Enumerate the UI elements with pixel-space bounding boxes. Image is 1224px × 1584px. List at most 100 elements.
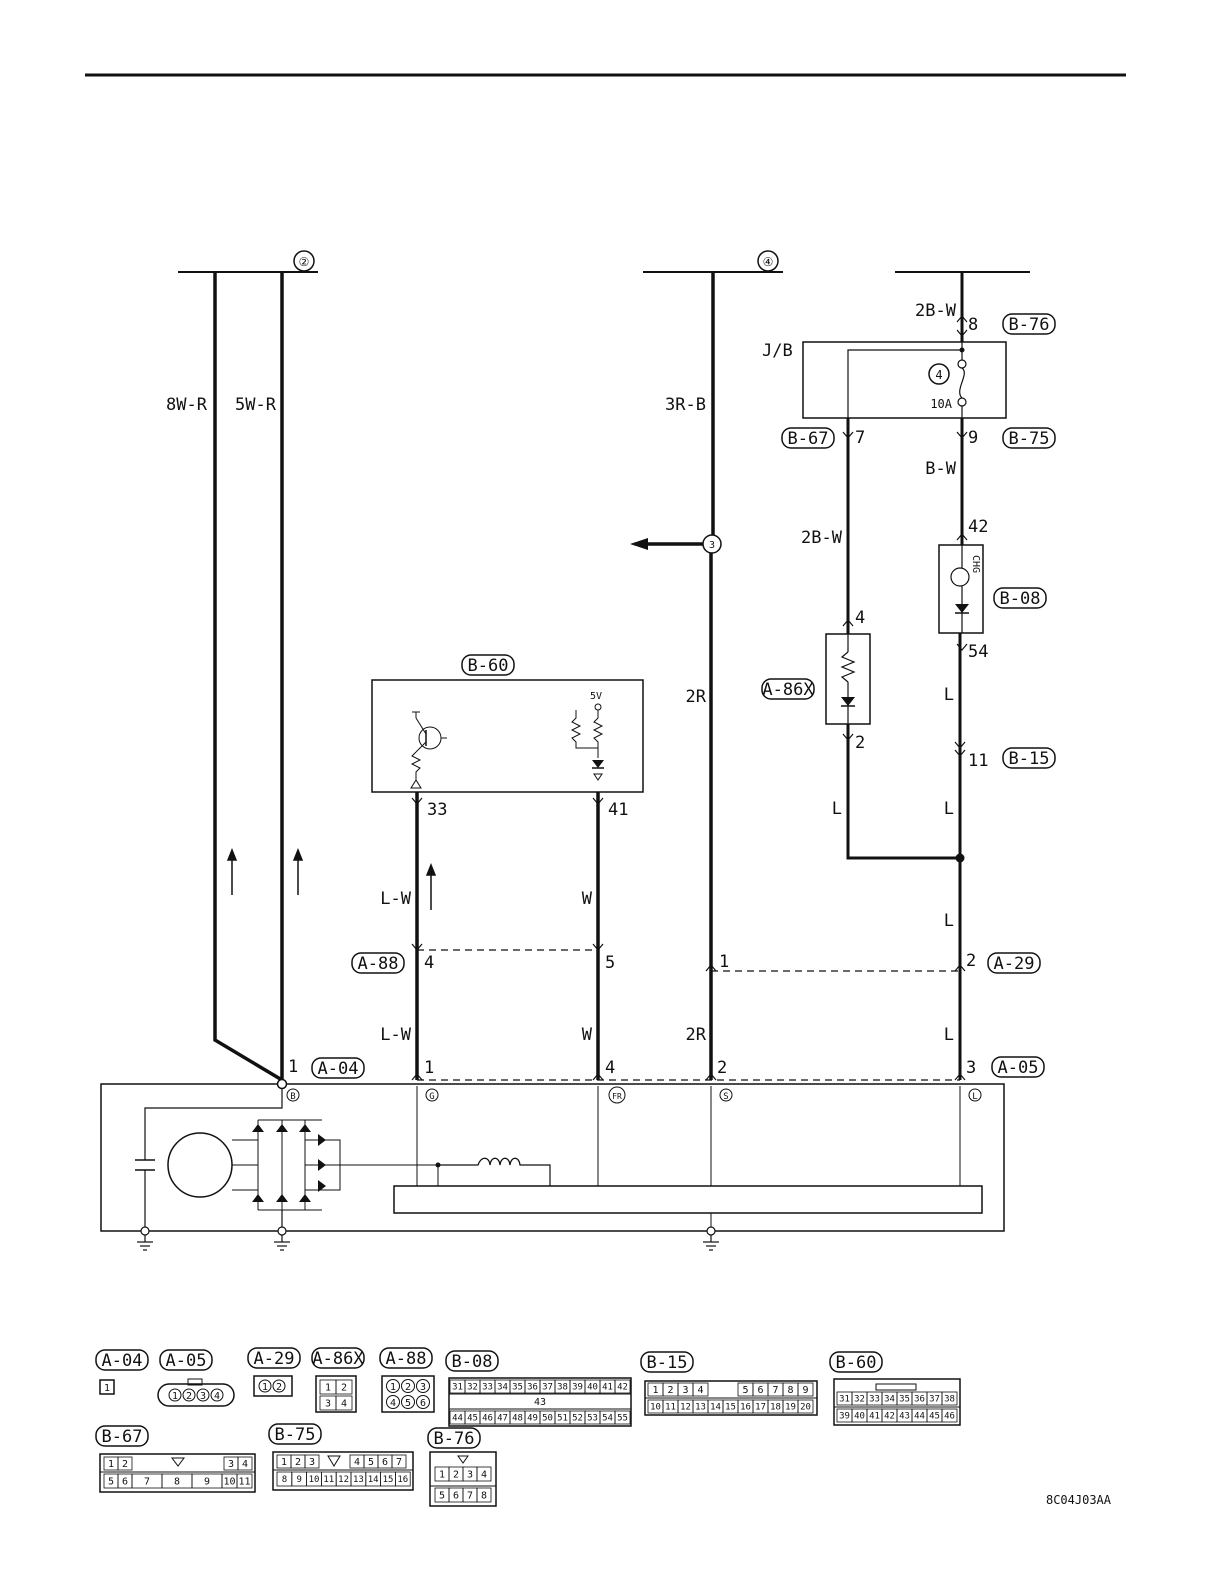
pin-b76-8: 8	[968, 315, 978, 335]
legend-b60-pin: 32	[854, 1395, 865, 1405]
legend-b08-pin: 47	[497, 1414, 508, 1424]
legend-b76-cell	[476, 1466, 492, 1482]
legend-b15-pin: 2	[667, 1385, 673, 1396]
svg-text:43: 43	[534, 1397, 546, 1408]
svg-text:B: B	[290, 1092, 295, 1102]
legend-b08-pin: 54	[602, 1414, 613, 1424]
legend-a88-cell	[386, 1395, 400, 1409]
legend-b76-pin: 7	[467, 1491, 473, 1502]
legend-b60-pin: 35	[899, 1395, 910, 1405]
legend-a05-cell	[168, 1388, 182, 1402]
legend-b60-cell	[941, 1408, 958, 1423]
fuse-rating: 10A	[930, 397, 952, 411]
sheet-ref-left: ②	[178, 250, 318, 273]
svg-text:A-88: A-88	[358, 954, 399, 974]
charge-warning-lamp: CHG	[938, 544, 984, 634]
legend-b08-pin: 49	[527, 1414, 538, 1424]
wire-label-2b-w-top: 2B-W	[915, 301, 957, 321]
legend-tag-b67: B-67	[95, 1425, 149, 1447]
svg-text:4: 4	[935, 368, 942, 382]
svg-text:FR: FR	[612, 1092, 622, 1101]
pin-a86-2: 2	[855, 733, 865, 753]
legend-a88-cell	[386, 1379, 400, 1393]
legend-b67-pin: 2	[122, 1459, 128, 1470]
junction-block: J/B 4 10A	[762, 341, 1007, 419]
legend-a29-pin: 1	[262, 1382, 268, 1393]
legend-b15-pin: 20	[800, 1403, 811, 1413]
legend-b60-pin: 34	[884, 1395, 895, 1405]
legend-b60-pin: 44	[914, 1412, 925, 1422]
wire-l-a86x	[846, 724, 960, 860]
legend-b75-pin: 16	[397, 1475, 408, 1485]
wire-label-l-c: L	[944, 799, 954, 819]
pin-b67-7: 7	[855, 428, 865, 448]
legend-b15-pin: 18	[770, 1403, 781, 1413]
legend-b60-pin: 43	[899, 1412, 910, 1422]
connector-marks	[411, 315, 968, 1081]
legend-b08-pin: 38	[557, 1383, 568, 1393]
legend-b15-cell	[692, 1382, 709, 1397]
svg-text:3: 3	[709, 540, 715, 551]
wire-label-l-e: L	[944, 1025, 954, 1045]
legend-b60-pin: 36	[914, 1395, 925, 1405]
wire-label-2b-w-mid: 2B-W	[801, 528, 843, 548]
legend-a05-pin: 4	[214, 1391, 220, 1402]
legend-b75-pin: 11	[323, 1475, 334, 1485]
legend-tag-a29: A-29	[247, 1347, 301, 1369]
legend-b76-pin: 6	[453, 1491, 459, 1502]
wire-label-l-w-lower: L-W	[380, 1025, 411, 1045]
legend-b75-pin: 14	[368, 1475, 379, 1485]
legend-a29-cell	[272, 1379, 286, 1393]
legend-b60-pin: 42	[884, 1412, 895, 1422]
legend-b08-pin: 37	[542, 1383, 553, 1393]
legend-b75-pin: 7	[396, 1457, 402, 1468]
legend-b67-pin: 6	[122, 1477, 128, 1488]
svg-text:CHG: CHG	[970, 555, 981, 573]
pin-b15-11: 11	[968, 751, 988, 771]
connector-tag-b76: B-76	[1002, 313, 1056, 335]
pin-a05-4: 4	[605, 1058, 615, 1078]
legend-b60-pin: 31	[839, 1395, 850, 1405]
legend-b67-pin: 4	[242, 1459, 248, 1470]
pin-a05-3: 3	[966, 1058, 976, 1078]
legend-b08-pin: 32	[467, 1383, 478, 1393]
legend-b15-pin: 6	[757, 1385, 763, 1396]
connector-tag-a04: A-04	[311, 1057, 365, 1079]
legend-a86x-pin: 4	[341, 1399, 347, 1410]
legend-b67-cell	[117, 1456, 133, 1471]
legend-tag-b15: B-15	[640, 1351, 694, 1373]
svg-text:5V: 5V	[590, 691, 602, 702]
legend-tag-a88: A-88	[379, 1347, 433, 1369]
svg-text:B-08: B-08	[1000, 589, 1041, 609]
legend-b75-pin: 8	[282, 1475, 287, 1485]
voltage-regulator	[393, 1185, 983, 1214]
ground-icon	[137, 1226, 719, 1251]
legend-b15-cell	[797, 1382, 814, 1397]
legend-a88-pin: 3	[420, 1382, 426, 1393]
legend-b75-pin: 4	[354, 1457, 360, 1468]
pin-a04-1: 1	[288, 1057, 298, 1077]
svg-text:A-86X: A-86X	[312, 1349, 364, 1369]
terminal-g: G	[425, 1088, 439, 1102]
legend-a88-pin: 1	[390, 1382, 396, 1393]
legend-b15-pin: 5	[742, 1385, 748, 1396]
legend-b15-pin: 3	[682, 1385, 688, 1396]
svg-text:A-04: A-04	[318, 1059, 359, 1079]
legend-b76-pin: 4	[481, 1470, 487, 1481]
legend-b08-pin: 39	[572, 1383, 583, 1393]
fuse-number	[928, 363, 950, 385]
alternator: B G FR S L	[100, 1078, 1005, 1232]
svg-text:B-67: B-67	[788, 429, 829, 449]
wire-label-l-a: L	[832, 799, 842, 819]
svg-text:B-08: B-08	[452, 1352, 493, 1372]
legend-b60-pin: 45	[929, 1412, 940, 1422]
legend-b15-cell	[797, 1399, 814, 1414]
legend-b75-pin: 1	[281, 1457, 287, 1468]
legend-b08-pin: 35	[512, 1383, 523, 1393]
connector-tag-b60: B-60	[461, 654, 515, 676]
legend-b08-pin: 33	[482, 1383, 493, 1393]
legend-b75-pin: 12	[338, 1475, 349, 1485]
svg-text:B-75: B-75	[1009, 429, 1050, 449]
connector-tag-a29: A-29	[987, 952, 1041, 974]
